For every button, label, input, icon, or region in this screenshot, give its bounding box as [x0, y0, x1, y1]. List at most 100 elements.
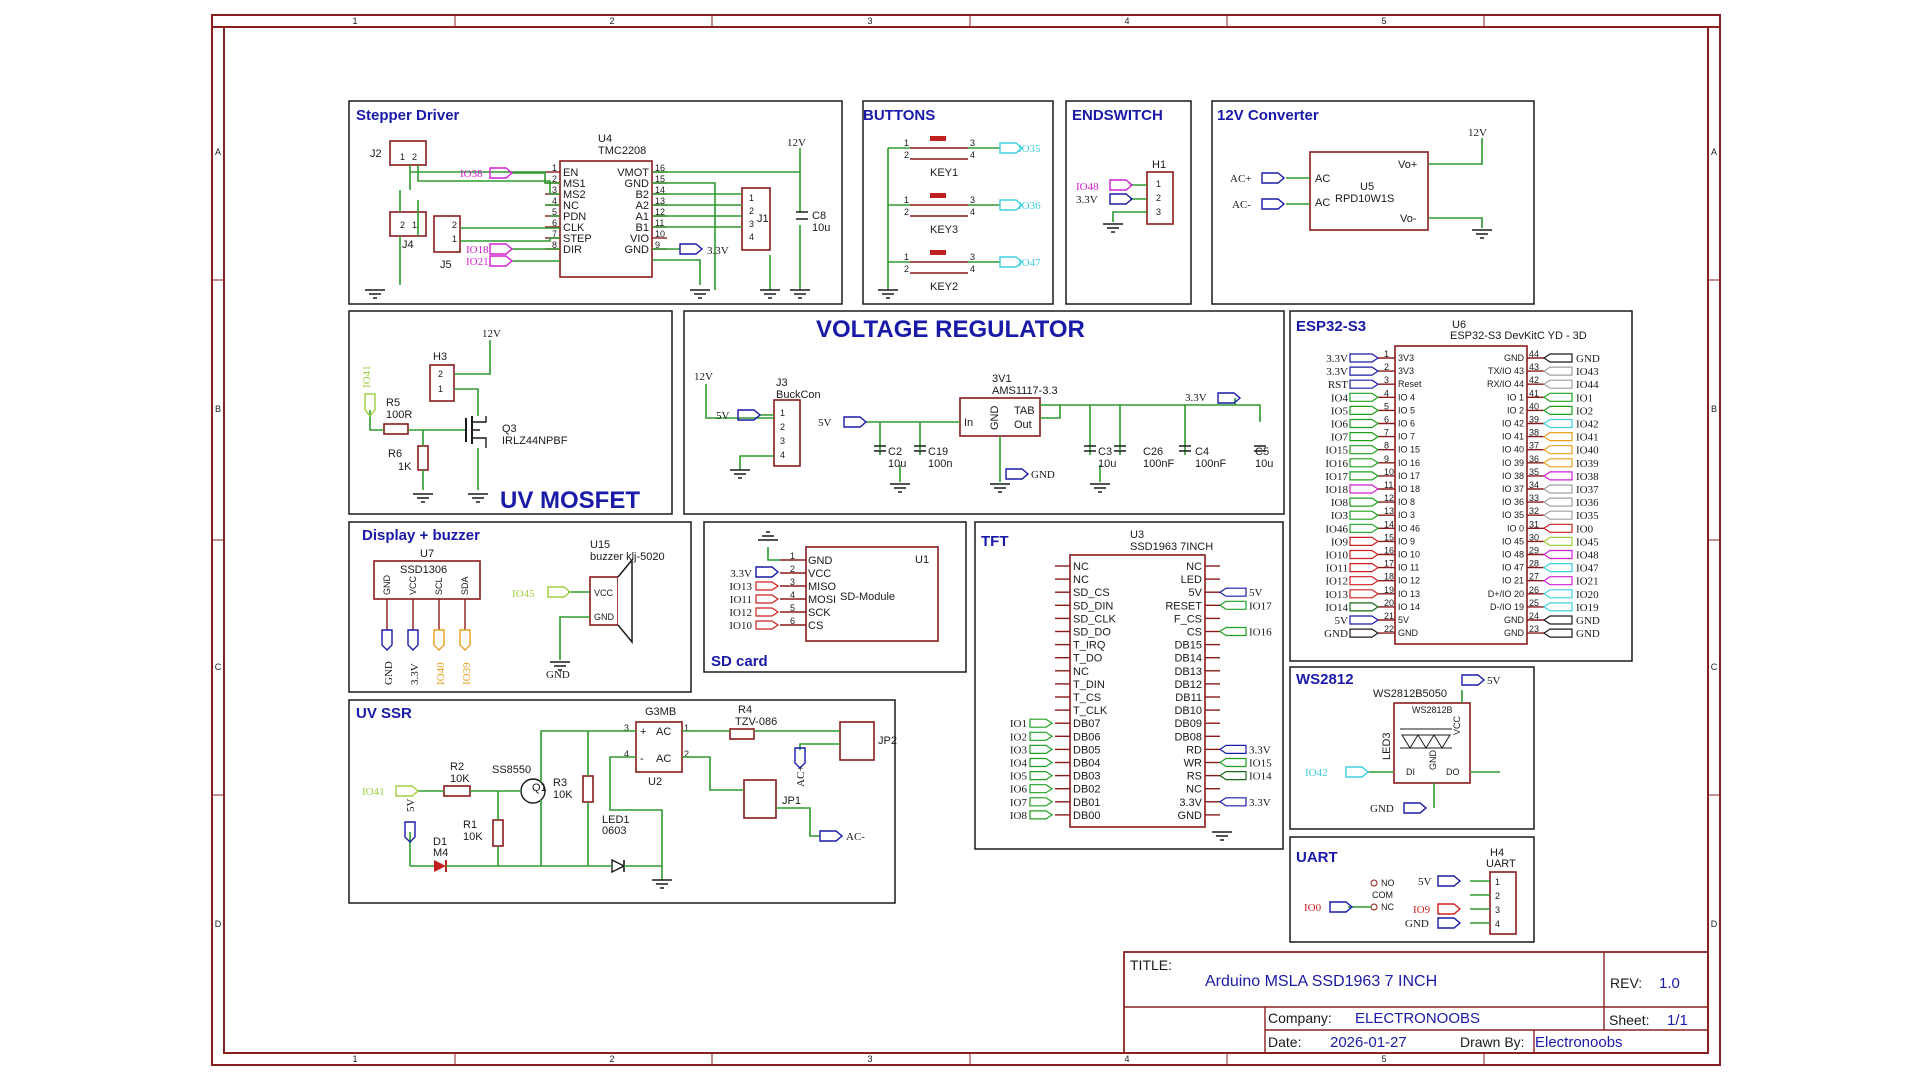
svg-text:3: 3 [780, 436, 785, 446]
net-oled-io40: IO40 [435, 662, 447, 685]
rev-value: 1.0 [1659, 975, 1680, 992]
esp-left-num: 3 [1384, 375, 1389, 385]
net-ws-5v: 5V [1487, 675, 1501, 687]
tft-left-port [1029, 757, 1054, 768]
ssr-ac-bottom: AC [656, 753, 671, 765]
esp-left-port [1349, 432, 1380, 442]
tft-left-pin: DB01 [1073, 797, 1101, 809]
ssr-minus: - [640, 753, 644, 765]
tft-right-pin: RS [1187, 771, 1202, 783]
esp-left-num: 12 [1384, 493, 1394, 503]
u7-part: SSD1306 [400, 564, 447, 576]
esp-left-port [1349, 392, 1380, 402]
tft-right-pin: 5V [1189, 587, 1203, 599]
oled-pin-sda: SDA [460, 576, 470, 595]
esp-right-num: 28 [1529, 559, 1539, 569]
section-title-ws2812: WS2812 [1296, 671, 1354, 688]
svg-text:2: 2 [904, 150, 909, 160]
converter-block: U5 RPD10W1S AC AC Vo+ Vo- AC+ AC- 12V [1230, 127, 1487, 231]
esp-left-pin: 5V [1398, 615, 1409, 625]
tft-right-pin: DB13 [1174, 666, 1202, 678]
esp-right-port [1542, 458, 1573, 468]
u4-pin-name: GND [625, 244, 650, 256]
esp-left-pin: IO 9 [1398, 536, 1415, 546]
u1-ref: U1 [915, 554, 929, 566]
esp-right-num: 25 [1529, 598, 1539, 608]
svg-text:1: 1 [1156, 179, 1161, 189]
c3-label: C3 [1098, 446, 1112, 458]
reg-in: In [964, 417, 973, 429]
tft-right-port [1218, 757, 1247, 768]
u4-pin-num: 14 [655, 185, 665, 195]
net-buzzer-io45: IO45 [512, 588, 535, 600]
section-title-endswitch: ENDSWITCH [1072, 107, 1163, 124]
esp-right-num: 39 [1529, 415, 1539, 425]
tft-left-net: IO8 [1010, 810, 1028, 822]
r5-label: R5 [386, 397, 400, 409]
esp-left-net: IO10 [1325, 550, 1348, 562]
tft-left-pin: SD_DIN [1073, 600, 1113, 612]
esp-right-net: IO21 [1576, 576, 1599, 588]
reg-out: Out [1014, 419, 1032, 431]
u5-ac2: AC [1315, 197, 1330, 209]
svg-text:3: 3 [970, 195, 975, 205]
esp-left-port [1349, 510, 1380, 520]
u4-ref: U4 [598, 133, 612, 145]
tft-right-port [1218, 744, 1247, 754]
u5-ac1: AC [1315, 173, 1330, 185]
section-title-uv-ssr: UV SSR [356, 705, 412, 722]
sd-port [755, 581, 780, 591]
esp-right-port [1542, 366, 1573, 376]
sheet-border: 1 2 3 4 5 1 2 3 4 5 A B C D A B C D [211, 14, 1721, 1066]
esp-left-port [1349, 549, 1380, 560]
esp-right-num: 44 [1529, 349, 1539, 359]
u4-pin-name: NC [563, 200, 579, 212]
u4-pin-num: 8 [552, 240, 557, 250]
section-title-display: Display + buzzer [362, 527, 480, 544]
ws-di: DI [1406, 767, 1415, 777]
date-value: 2026-01-27 [1330, 1034, 1407, 1051]
u4-pin-num: 16 [655, 163, 665, 173]
esp-left-pin: IO 14 [1398, 602, 1420, 612]
esp-left-net: 3.3V [1326, 366, 1348, 378]
tft-left-net: IO4 [1010, 758, 1028, 770]
esp-right-port [1542, 445, 1573, 455]
net-vreg-gnd: GND [1031, 469, 1055, 481]
tft-left-pin: SD_CS [1073, 587, 1110, 599]
esp-left-num: 6 [1384, 415, 1389, 425]
tft-right-net: IO17 [1249, 600, 1272, 612]
h4-label: H4 [1490, 847, 1504, 859]
sd-pin-num: 3 [790, 577, 795, 587]
esp-left-port [1349, 576, 1380, 586]
svg-text:1: 1 [400, 152, 405, 162]
ws-do: DO [1446, 767, 1460, 777]
esp-right-pin: IO 37 [1502, 484, 1524, 494]
net-uart-io0: IO0 [1304, 902, 1322, 914]
esp-left-port [1349, 484, 1380, 494]
esp-right-pin: IO 38 [1502, 471, 1524, 481]
svg-text:1: 1 [412, 220, 417, 230]
vreg-12v-label: 12V [694, 371, 713, 383]
section-title-tft: TFT [981, 533, 1009, 550]
tft-right-pin: DB11 [1175, 692, 1202, 704]
tft-left-net: IO7 [1010, 797, 1028, 809]
esp-right-num: 34 [1529, 480, 1539, 490]
esp-right-pin: IO 48 [1502, 550, 1524, 560]
net-vreg-5v-a: 5V [716, 410, 730, 422]
title-value: Arduino MSLA SSD1963 7 INCH [1205, 973, 1437, 990]
u4-pin-num: 12 [655, 207, 665, 217]
tft-left-net: IO2 [1010, 731, 1027, 743]
esp-left-pin: 3V3 [1398, 366, 1414, 376]
tft-right-pin: LED [1181, 574, 1202, 586]
sd-pin-num: 4 [790, 590, 795, 600]
u5-part: RPD10W1S [1335, 193, 1394, 205]
q1-value: SS8550 [492, 764, 531, 776]
esp-left-num: 11 [1384, 480, 1393, 490]
esp-right-num: 33 [1529, 493, 1539, 503]
esp-right-port [1542, 379, 1573, 389]
esp-left-port [1349, 615, 1380, 625]
section-title-buttons: BUTTONS [863, 107, 935, 124]
sd-port [755, 620, 780, 630]
u4-pin-name: PDN [563, 211, 586, 223]
